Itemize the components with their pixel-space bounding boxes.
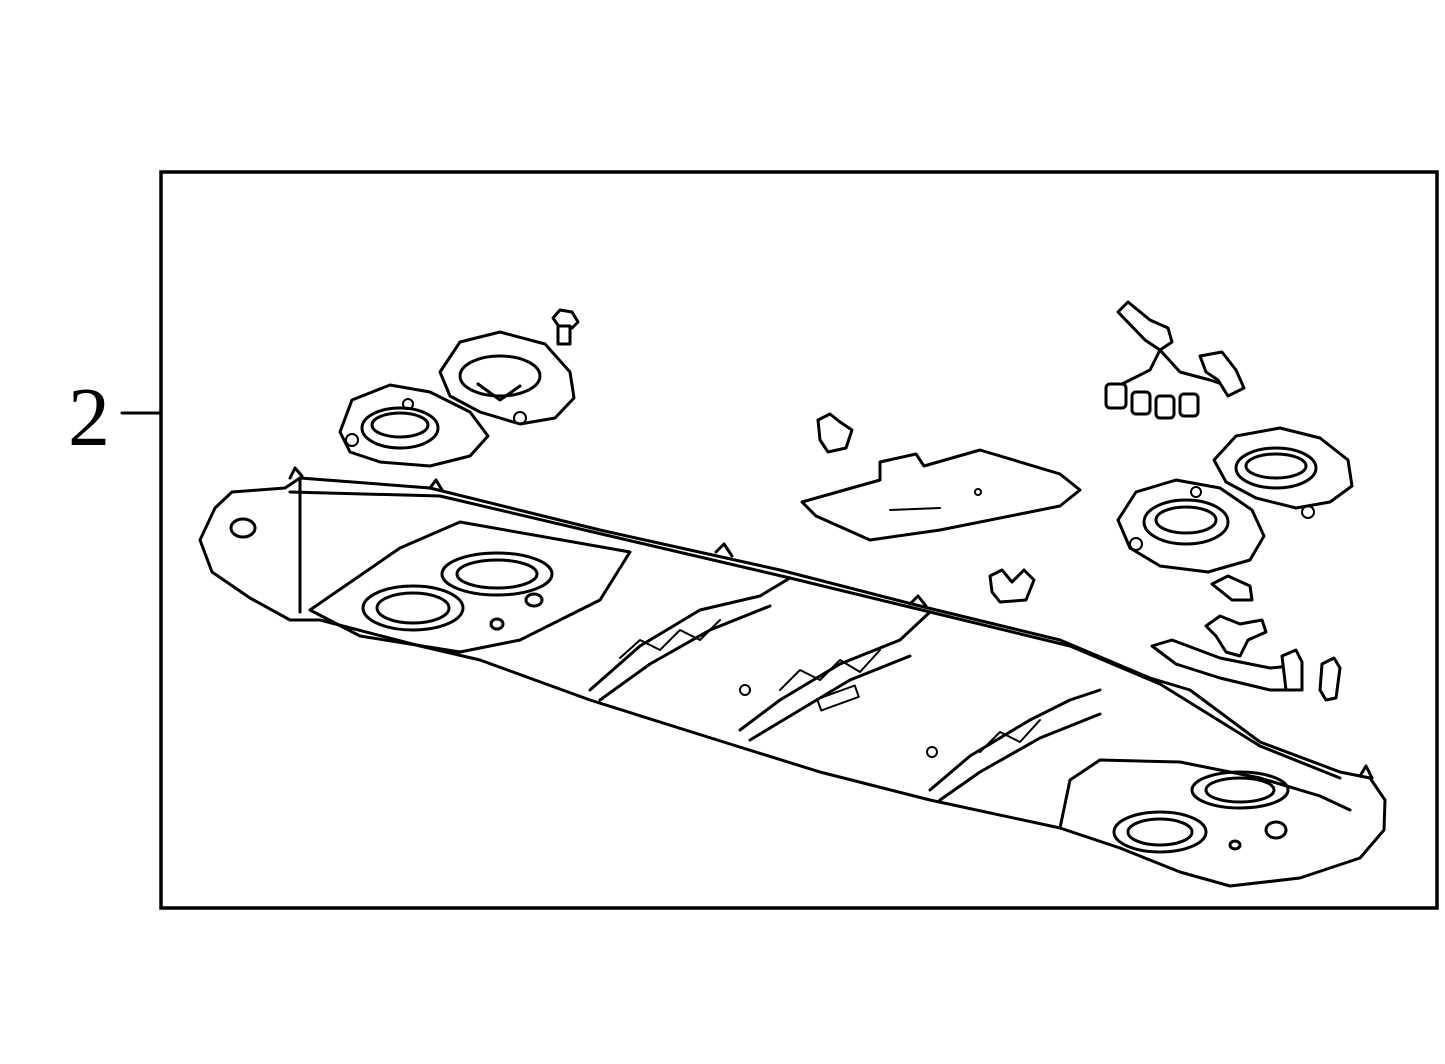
left-lamp-assembly	[338, 308, 580, 468]
callout-number-2: 2	[68, 371, 110, 464]
wiring-harness	[1104, 300, 1246, 420]
center-lens-and-clips	[800, 412, 1082, 604]
right-small-parts	[1150, 574, 1342, 702]
assembly-group-box	[159, 170, 1439, 910]
console-housing	[198, 466, 1387, 888]
right-lamp-assembly	[1116, 426, 1354, 574]
